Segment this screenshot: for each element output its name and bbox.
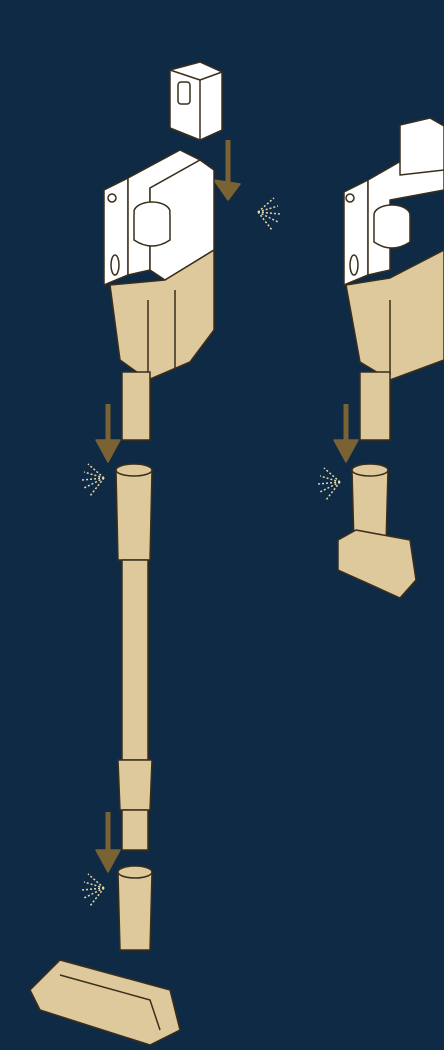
extension-wand [115, 463, 153, 851]
click-sound-icon [317, 467, 341, 501]
down-arrow-icon [95, 812, 121, 873]
down-arrow-icon [95, 404, 121, 463]
body-neck [359, 371, 391, 441]
battery-icon [169, 61, 223, 141]
handle-unit [343, 117, 444, 286]
click-sound-icon [257, 197, 281, 231]
floor-nozzle [29, 865, 181, 1046]
dust-cup [345, 249, 444, 381]
handheld-assembly [317, 117, 444, 599]
click-sound-icon [81, 873, 105, 907]
body-neck [121, 371, 151, 441]
crevice-tool [337, 463, 417, 599]
down-arrow-icon [213, 140, 241, 201]
full-stick-assembly [29, 61, 281, 1046]
handle-unit [103, 149, 215, 286]
down-arrow-icon [333, 404, 359, 463]
click-sound-icon [81, 463, 105, 497]
dust-cup [109, 249, 215, 381]
